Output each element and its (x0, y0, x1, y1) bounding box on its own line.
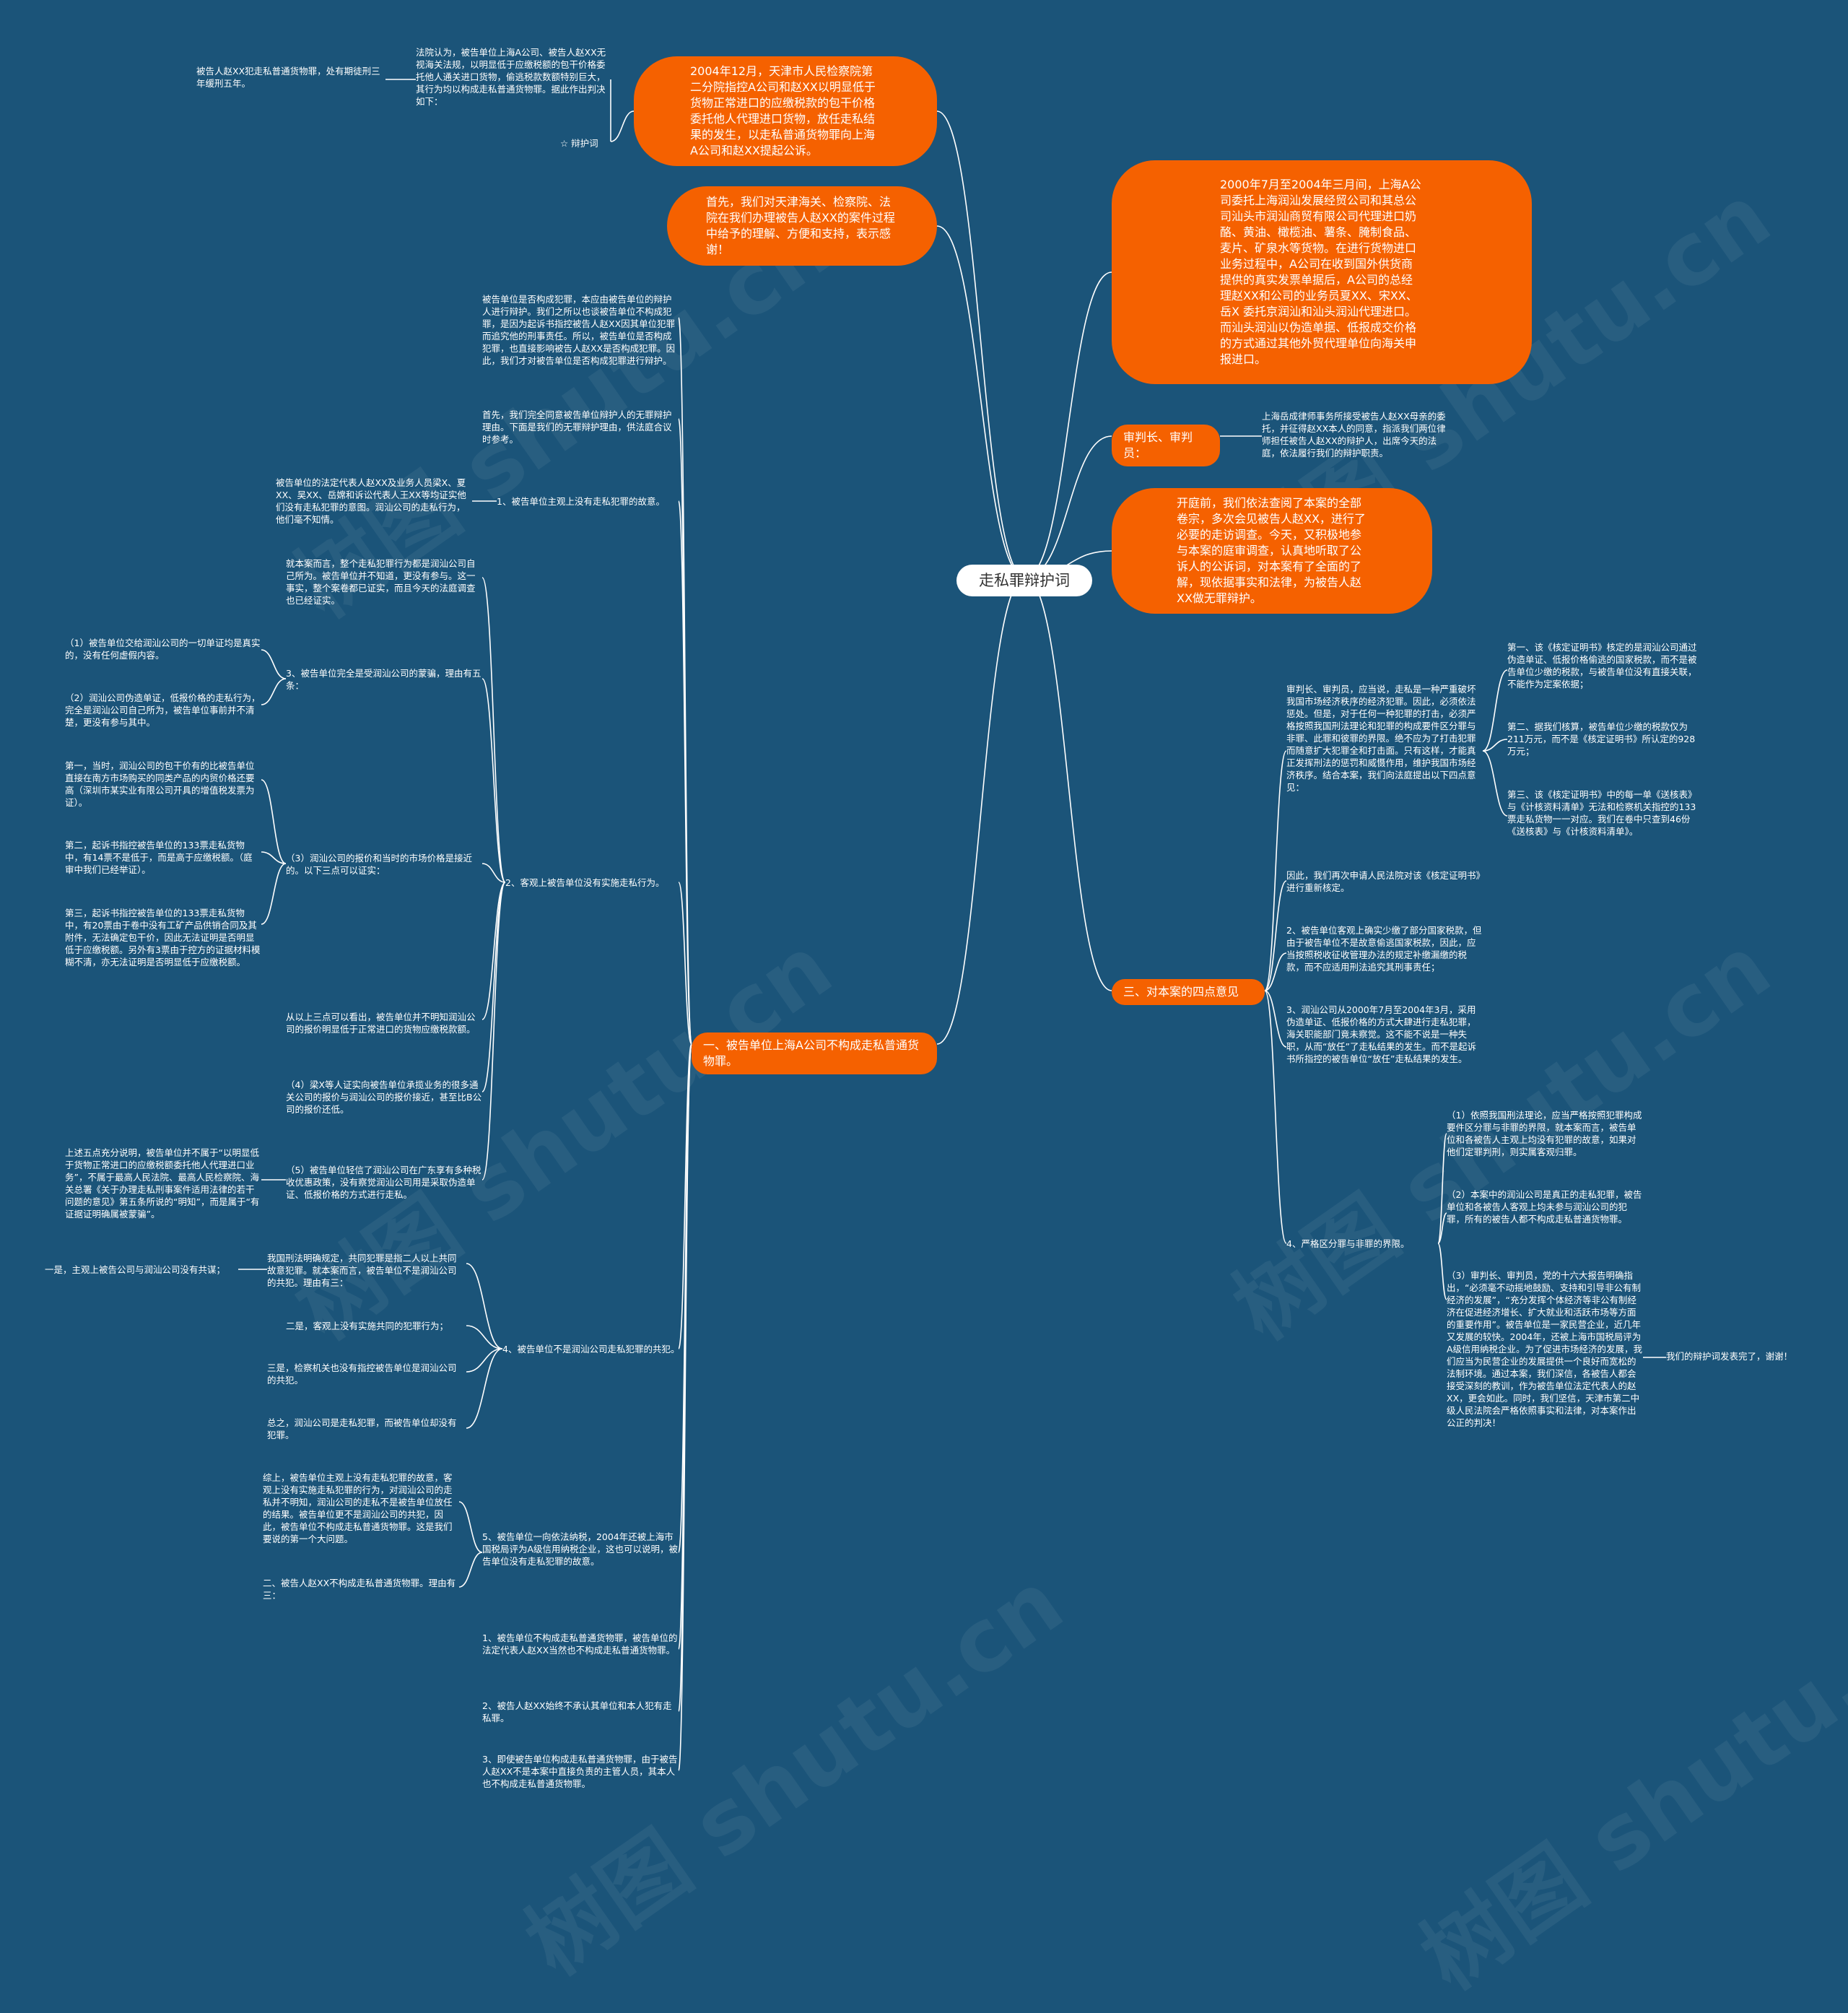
not-accomplice-point: 4、被告单位不是润汕公司走私犯罪的共犯。 (502, 1344, 680, 1355)
opinion-intro-text: 审判长、审判员，应当说，走私是一种严重破坏我国市场经济秩序的经济犯罪。因此，必须… (1286, 684, 1476, 793)
connector (458, 1552, 483, 1588)
connector (261, 863, 287, 925)
customs-negligence-opinion: 3、润汕公司从2000年7月至2004年3月，采用伪造单证、低报价格的方式大肆进… (1286, 1004, 1476, 1064)
connector (481, 882, 506, 1181)
crime-boundary-1: （1）依照我国刑法理论，应当严格按照犯罪构成要件区分罪与非罪的界限，就本案而言，… (1447, 1110, 1642, 1157)
connector (678, 1043, 692, 1349)
price-evidence-3: 第三，起诉书指控被告单位的133票走私货物中，有20票由于卷中没有工矿产品供销合… (65, 908, 261, 968)
connector (481, 678, 506, 883)
connector (610, 110, 635, 142)
no-conspiracy-reason: 一是，主观上被告公司与润汕公司没有共谋； (45, 1264, 226, 1275)
trusted-policy-point: （5）被告单位轻信了润汕公司在广东享有多种税收优惠政策，没有察觉润汕公司用是采取… (286, 1165, 481, 1200)
connector (481, 882, 506, 1092)
connector (1482, 669, 1508, 752)
no-intent-evidence: 被告单位的法定代表人赵XX及业务人员梁X、夏XX、吴XX、岳嫦和诉讼代表人王XX… (276, 477, 466, 525)
judge-address-node[interactable]: 审判长、审判员： (1112, 425, 1220, 466)
deceived-conclusion: 上述五点充分说明，被告单位并不属于“以明显低于货物正常进口的应缴税额委托他人代理… (65, 1147, 260, 1219)
connector (466, 1348, 503, 1373)
certificate-point-2: 第二、据我们核算，被告单位少缴的税款仅为211万元，而不是《核定证明书》所认定的… (1507, 721, 1696, 757)
connector (1024, 435, 1112, 578)
joint-crime-definition: 我国刑法明确规定，共同犯罪是指二人以上共同故意犯罪。就本案而言，被告单位不是润汕… (267, 1253, 457, 1288)
connector (481, 863, 506, 883)
connector (1264, 750, 1287, 991)
thanks-node[interactable]: 首先，我们对天津海关、检察院、法院在我们办理被告人赵XX的案件过程中给予的理解、… (667, 186, 937, 266)
part-one-summary: 综上，被告单位主观上没有走私犯罪的故意，客观上没有实施走私犯罪的行为，对润汕公司… (263, 1472, 453, 1544)
deceived-reason-1: （1）被告单位交给润汕公司的一切单证均是真实的，没有任何虚假内容。 (65, 638, 261, 661)
connector (936, 110, 1026, 578)
connector (1264, 880, 1287, 991)
connector (1437, 1243, 1447, 1300)
agree-defense-text: 首先，我们完全同意被告单位辩护人的无罪辩护理由。下面是我们的无罪辩护理由，供法庭… (482, 409, 672, 445)
root-topic[interactable]: 走私罪辩护词 (956, 565, 1092, 596)
price-near-point: （3）润汕公司的报价和当时的市场价格是接近的。以下三点可以证实： (286, 853, 472, 876)
connector (466, 1325, 503, 1349)
connector (466, 1263, 503, 1349)
connector (1264, 990, 1287, 1048)
defendant-not-guilty-heading: 二、被告人赵XX不构成走私普通货物罪。理由有三： (263, 1578, 456, 1601)
connector (1024, 271, 1112, 578)
certificate-point-1: 第一、该《核定证明书》核定的是润汕公司通过伪造单证、低报价格偷逃的国家税款，而不… (1507, 642, 1697, 690)
lawyer-intro-text: 上海岳成律师事务所接受被告人赵XX母亲的委托，并征得赵XX本人的同意，指派我们两… (1262, 411, 1446, 458)
unit-not-guilty-node[interactable]: 一、被告单位上海A公司不构成走私普通货物罪。 (692, 1032, 937, 1074)
reassess-request-text: 因此，我们再次申请人民法院对该《核定证明书》进行重新核定。 (1286, 870, 1481, 893)
crime-boundary-label: 4、严格区分罪与非罪的界限。 (1286, 1238, 1410, 1249)
closing-remark: 我们的辩护词发表完了，谢谢！ (1666, 1351, 1793, 1362)
connector (261, 649, 287, 679)
connector (466, 1348, 503, 1429)
connector (261, 851, 287, 864)
defendant-reason-3: 3、即使被告单位构成走私普通货物罪，由于被告人赵XX不是本案中直接负责的主管人员… (482, 1754, 678, 1789)
connector (1264, 990, 1287, 1244)
defense-scope-text: 被告单位是否构成犯罪，本应由被告单位的辩护人进行辩护。我们之所以也谈被告单位不构… (482, 294, 676, 366)
price-evidence-1: 第一，当时，润汕公司的包干价有的比被告单位直接在南方市场购买的同类产品的内贸价格… (65, 760, 255, 808)
defense-label: ☆ 辩护词 (560, 138, 598, 149)
other-quotes-point: （4）梁X等人证实向被告单位承揽业务的很多通关公司的报价与润汕公司的报价接近，甚… (286, 1079, 482, 1115)
connector (678, 1043, 692, 1771)
connector (261, 779, 287, 864)
fact-node[interactable]: 2000年7月至2004年三月间，上海A公司委托上海润汕发展经贸公司和其总公司汕… (1112, 160, 1532, 384)
prosecution-node[interactable]: 2004年12月，天津市人民检察院第二分院指控A公司和赵XX以明显低于货物正常进… (634, 56, 937, 166)
no-joint-act-reason: 二是，客观上没有实施共同的犯罪行为； (286, 1321, 449, 1331)
connector (936, 225, 1026, 578)
connector (678, 882, 692, 1045)
defendant-reason-2: 2、被告人赵XX始终不承认其单位和本人犯有走私罪。 (482, 1700, 672, 1723)
tax-payment-opinion: 2、被告单位客观上确实少缴了部分国家税款，但由于被告单位不是故意偷逃国家税款，因… (1286, 925, 1482, 973)
connector (1264, 952, 1287, 991)
pretrial-work-node[interactable]: 开庭前，我们依法查阅了本案的全部卷宗，多次会见被告人赵XX，进行了必要的走访调查… (1112, 488, 1432, 614)
not-charged-reason: 三是，检察机关也没有指控被告单位是润汕公司的共犯。 (267, 1362, 457, 1386)
mindmap-canvas: 树图 shutu.cn 树图 shutu.cn 树图 shutu.cn 树图 s… (45, 47, 1848, 2009)
price-evidence-2: 第二，起诉书指控被告单位的133票走私货物中，有14票不是低于，而是高于应缴税额… (65, 840, 253, 875)
deceived-point: 3、被告单位完全是受润汕公司的蒙骗，理由有五条： (286, 668, 481, 691)
connector (1024, 577, 1112, 991)
crime-boundary-3: （3）审判长、审判员，党的十六大报告明确指出，“必须毫不动摇地鼓励、支持和引导非… (1447, 1270, 1643, 1428)
connector-lines (238, 79, 1666, 1771)
connector (1437, 1212, 1447, 1244)
sentence-text: 被告人赵XX犯走私普通货物罪，处有期徒刑三年缓刑五年。 (196, 66, 380, 89)
deceived-reason-2: （2）润汕公司伪造单证，低报价格的走私行为，完全是润汕公司自己所为，被告单位事前… (65, 692, 261, 728)
connector (261, 678, 287, 705)
no-act-point: 2、客观上被告单位没有实施走私行为。 (505, 877, 665, 888)
accomplice-conclusion: 总之，润汕公司是走私犯罪，而被告单位却没有犯罪。 (267, 1417, 457, 1440)
certificate-point-3: 第三、该《核定证明书》中的每一单《送核表》与《计核资料清单》无法和检察机关指控的… (1507, 789, 1697, 837)
no-intent-point: 1、被告单位主观上没有走私犯罪的故意。 (497, 496, 665, 507)
connector (1482, 739, 1508, 752)
connector (1437, 1133, 1447, 1244)
connector (481, 882, 506, 1020)
court-opinion-text: 法院认为，被告单位上海A公司、被告人赵XX无视海关法规，以明显低于应缴税额的包干… (416, 47, 606, 107)
four-opinions-node[interactable]: 三、对本案的四点意见 (1112, 979, 1265, 1005)
crime-boundary-2: （2）本案中的润汕公司是真正的走私犯罪，被告单位和各被告人客观上均未参与润汕公司… (1447, 1189, 1642, 1225)
connector (1482, 750, 1508, 817)
no-act-fact: 就本案而言，整个走私犯罪行为都是润汕公司自己所为。被告单位并不知道，更没有参与。… (286, 558, 476, 606)
connector (458, 1501, 483, 1553)
tax-credit-point: 5、被告单位一向依法纳税，2004年还被上海市国税局评为A级信用纳税企业，这也可… (482, 1531, 679, 1567)
connector (481, 577, 506, 883)
not-knowing-conclusion: 从以上三点可以看出，被告单位并不明知润汕公司的报价明显低于正常进口的货物应缴税款… (286, 1012, 476, 1035)
connector (678, 500, 692, 1045)
defendant-reason-1: 1、被告单位不构成走私普通货物罪，被告单位的法定代表人赵XX当然也不构成走私普通… (482, 1632, 678, 1656)
connector (936, 577, 1026, 1045)
